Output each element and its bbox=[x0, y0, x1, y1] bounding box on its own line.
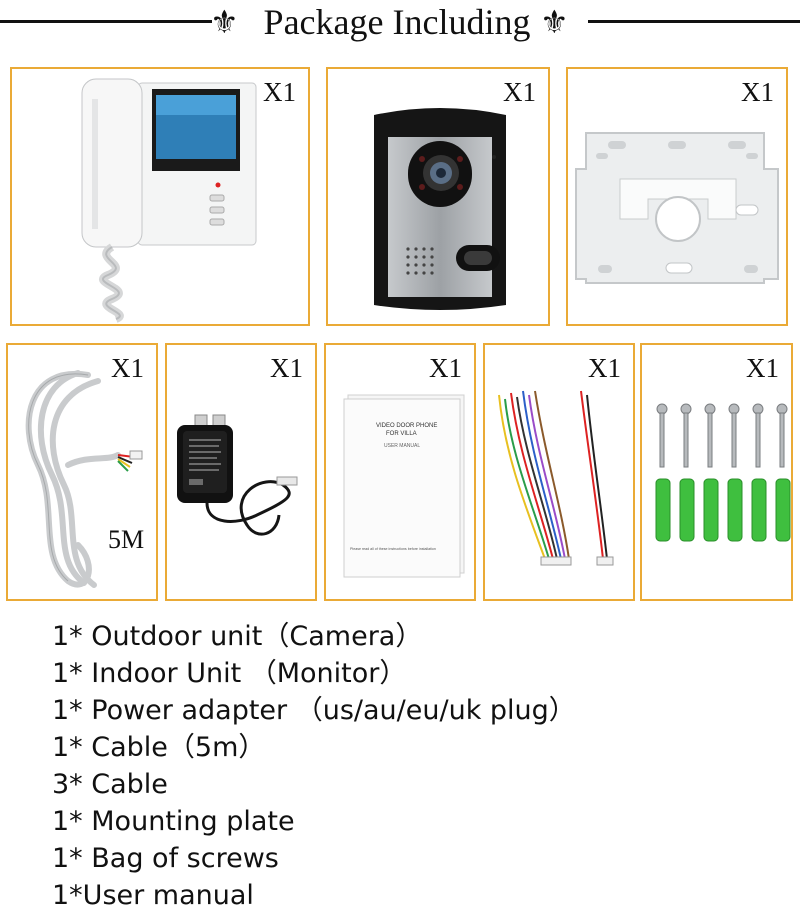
list-item: 1* Mounting plate bbox=[52, 806, 295, 837]
outdoor-camera-image bbox=[374, 108, 506, 310]
package-header: ⚜ Package Including ⚜ bbox=[0, 0, 800, 50]
quantity-label: X1 bbox=[503, 77, 536, 107]
package-contents-list: 1* Outdoor unit（Camera） 1* Indoor Unit （… bbox=[52, 618, 772, 914]
header-rule-left bbox=[0, 20, 212, 23]
header-rule-right bbox=[588, 20, 800, 23]
quantity-label: X1 bbox=[741, 77, 774, 107]
list-item: 1* Outdoor unit（Camera） bbox=[52, 621, 423, 652]
list-item: 1*User manual bbox=[52, 880, 254, 911]
page-title: Package Including bbox=[263, 2, 531, 42]
list-item: 3* Cable bbox=[52, 769, 168, 800]
power-adapter-image bbox=[177, 414, 298, 536]
item-frame-cable-5m: X1 5M bbox=[6, 343, 158, 601]
wire-cables-image bbox=[498, 390, 614, 566]
quantity-label: X1 bbox=[263, 77, 296, 107]
list-item: 1* Indoor Unit （Monitor） bbox=[52, 658, 407, 689]
item-frame-wire-cables: X1 bbox=[483, 343, 635, 601]
list-item: 1* Power adapter （us/au/eu/uk plug） bbox=[52, 695, 576, 726]
item-frame-user-manual: VIDEO DOOR PHONE FOR VILLA USER MANUAL P… bbox=[324, 343, 476, 601]
manual-footer: Please read all of these instructions be… bbox=[350, 547, 436, 551]
item-frame-screws-bag: X1 bbox=[640, 343, 793, 601]
manual-title-line1: VIDEO DOOR PHONE bbox=[376, 423, 437, 429]
mounting-plate-image bbox=[575, 132, 779, 284]
indoor-monitor-image bbox=[81, 78, 257, 323]
quantity-label: X1 bbox=[588, 353, 621, 383]
cable-5m-image bbox=[25, 370, 143, 588]
list-item: 1* Cable（5m） bbox=[52, 732, 266, 763]
item-frame-mounting-plate: X1 bbox=[566, 67, 788, 326]
quantity-label: X1 bbox=[111, 353, 144, 383]
user-manual-image: VIDEO DOOR PHONE FOR VILLA USER MANUAL P… bbox=[343, 394, 465, 578]
item-frame-indoor-monitor: X1 bbox=[10, 67, 310, 326]
manual-title-line2: FOR VILLA bbox=[386, 431, 417, 437]
quantity-label: X1 bbox=[270, 353, 303, 383]
list-item: 1* Bag of screws bbox=[52, 843, 279, 874]
manual-subtitle: USER MANUAL bbox=[384, 443, 420, 449]
fleur-ornament-right-icon: ⚜ bbox=[540, 3, 569, 41]
item-frame-outdoor-camera: X1 bbox=[326, 67, 550, 326]
screws-bag-image bbox=[655, 403, 791, 542]
cable-length-label: 5M bbox=[108, 525, 145, 554]
fleur-ornament-left-icon: ⚜ bbox=[210, 3, 239, 41]
quantity-label: X1 bbox=[429, 353, 462, 383]
quantity-label: X1 bbox=[746, 353, 779, 383]
item-frame-power-adapter: X1 bbox=[165, 343, 317, 601]
